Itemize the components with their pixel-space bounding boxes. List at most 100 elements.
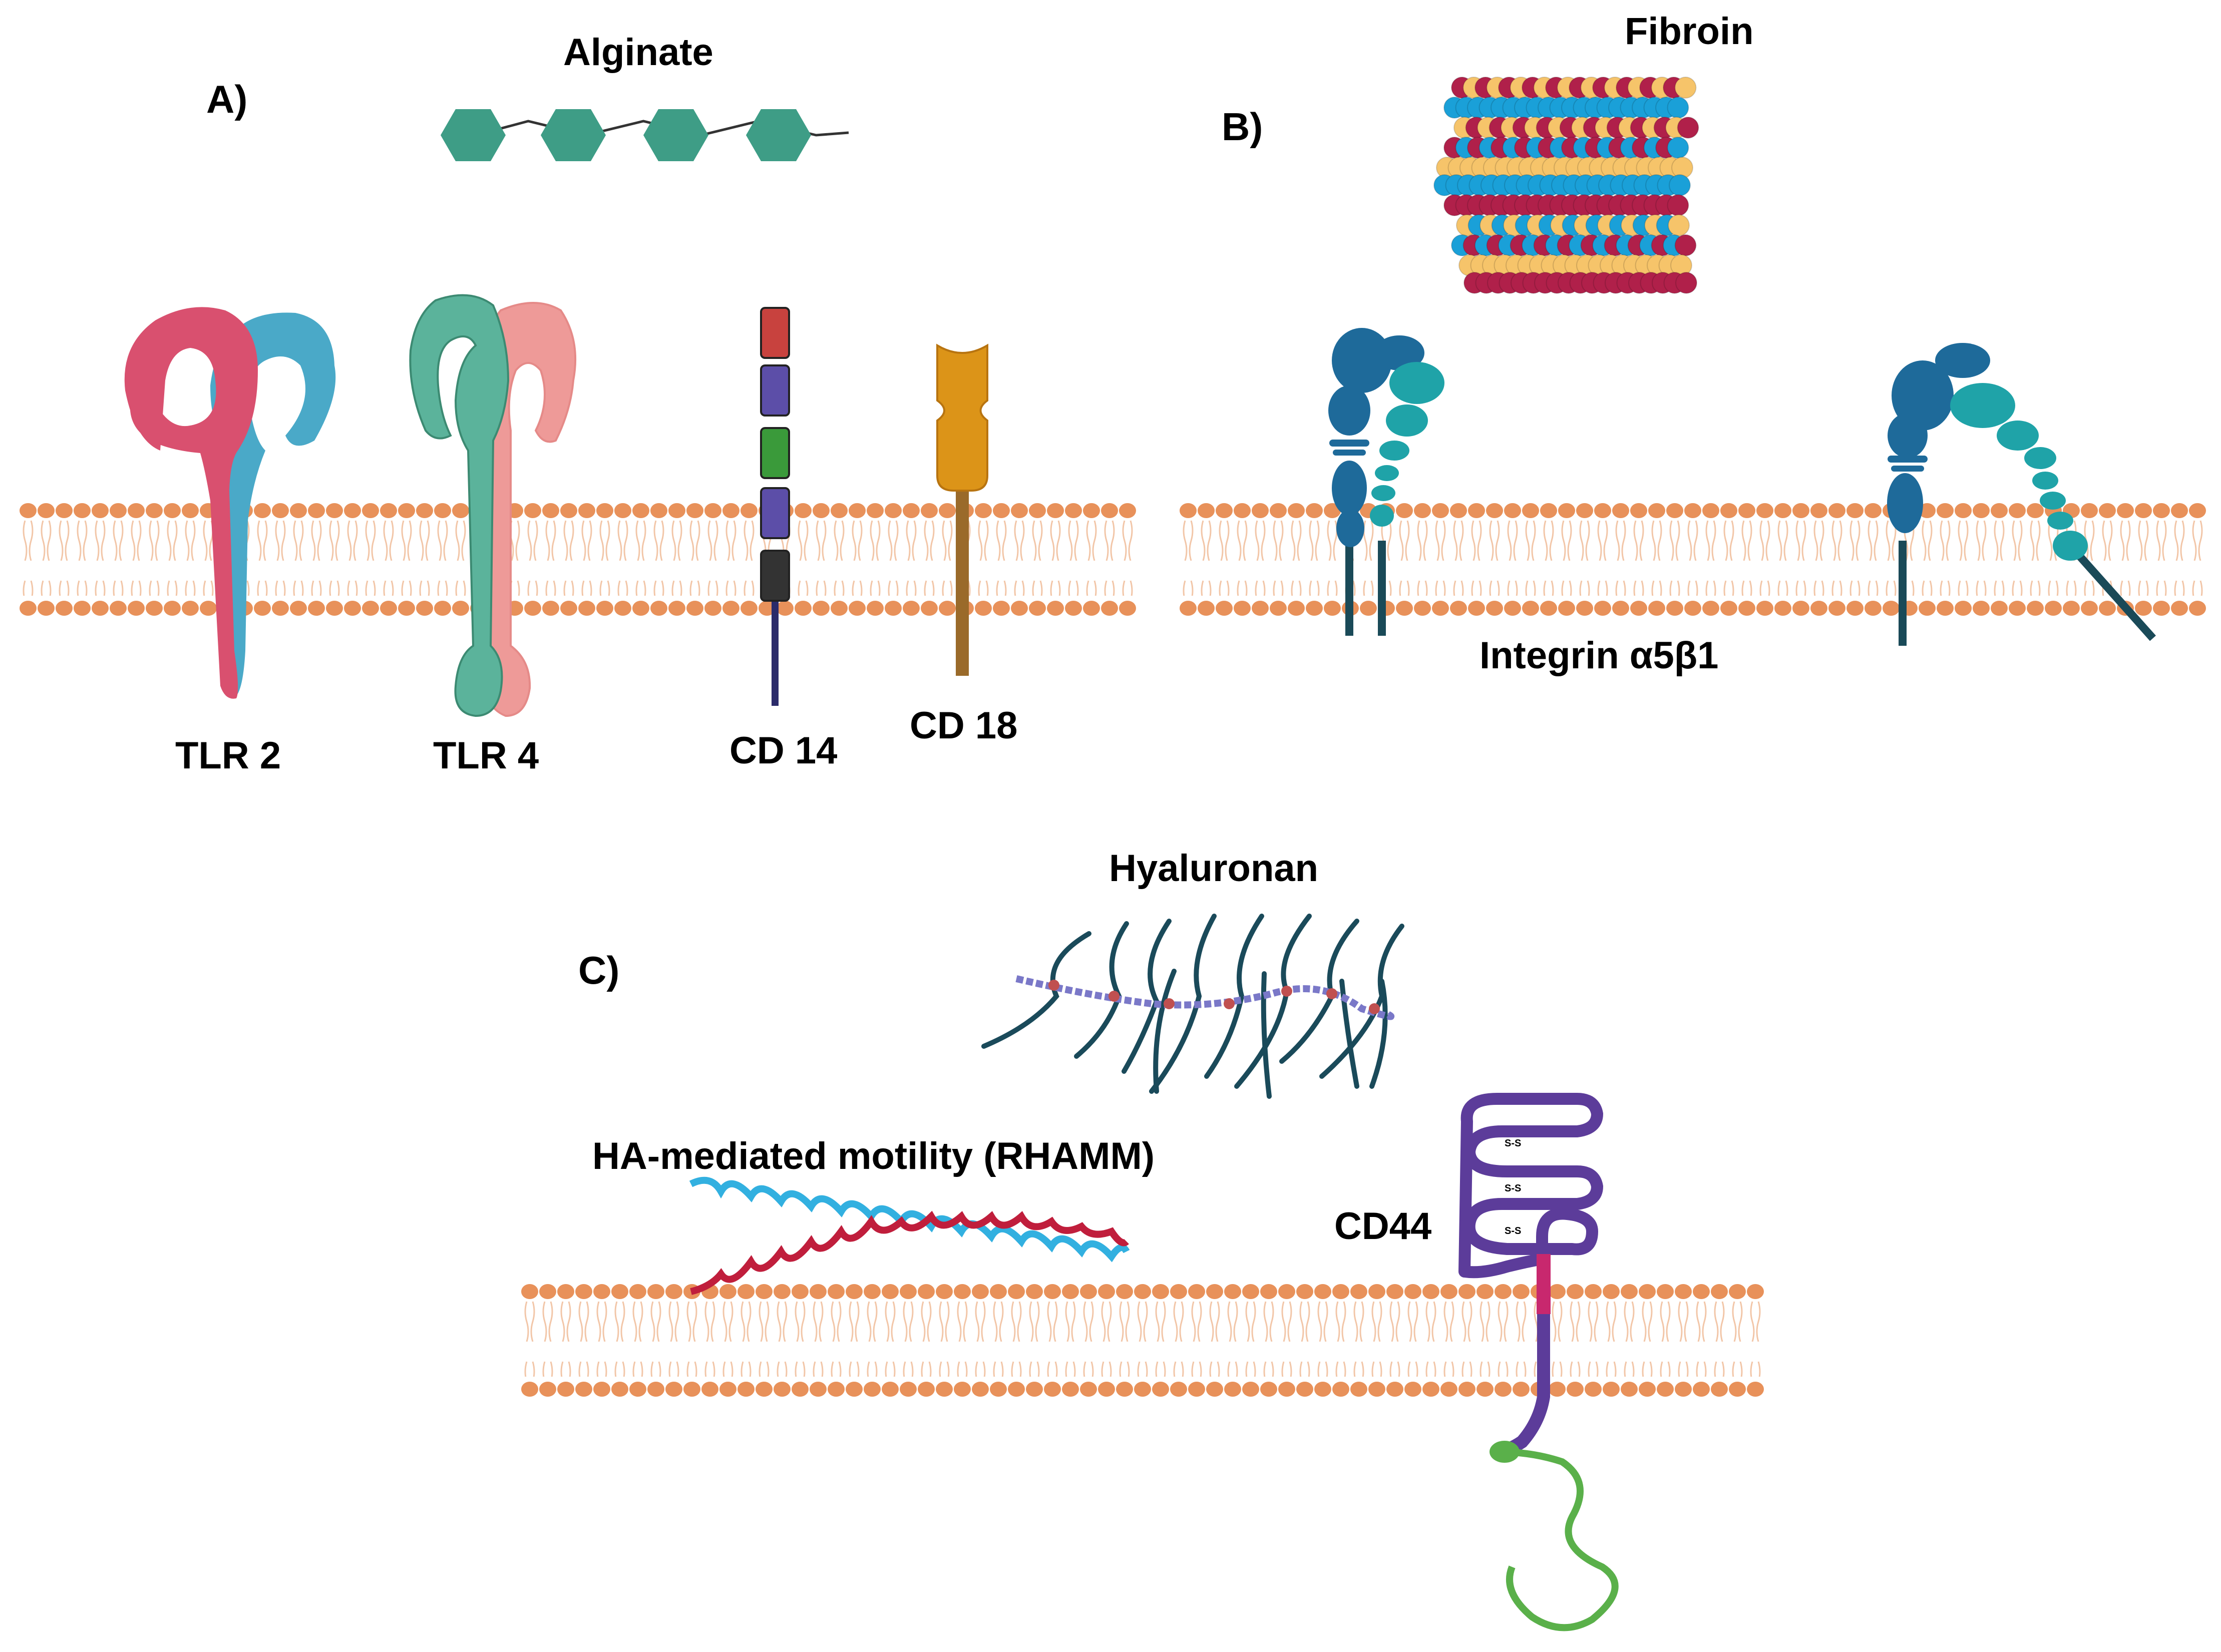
lipid-head [1865, 503, 1882, 518]
lipid-head [452, 601, 469, 616]
lipid-head [1648, 503, 1665, 518]
cd44-ectodomain [1458, 1093, 1603, 1279]
lipid-head [2099, 503, 2116, 518]
alginate-label: Alginate [563, 31, 713, 74]
lipid-head [1937, 601, 1954, 616]
lipid-head [632, 601, 649, 616]
lipid-head [434, 601, 451, 616]
integrin-beta-domain [1386, 404, 1428, 437]
lipid-head [92, 503, 109, 518]
lipid-head [1540, 601, 1557, 616]
membrane-heads-bottom [521, 1382, 1764, 1397]
lipid-head [629, 1284, 646, 1299]
lipid-head [2027, 503, 2044, 518]
lipid-head [1450, 503, 1467, 518]
lipid-head [900, 1382, 917, 1397]
lipid-head [128, 601, 145, 616]
lipid-head [2009, 601, 2026, 616]
lipid-head [2063, 601, 2080, 616]
lipid-head [1729, 1284, 1746, 1299]
lipid-head [1639, 1284, 1656, 1299]
lipid-head [2135, 503, 2152, 518]
lipid-head [1540, 503, 1557, 518]
lipid-head [1062, 1382, 1079, 1397]
lipid-head [1675, 1284, 1692, 1299]
lipid-head [1422, 1382, 1439, 1397]
lipid-head [200, 601, 217, 616]
lipid-head [1684, 601, 1701, 616]
lipid-head [1549, 1284, 1566, 1299]
lipid-head [774, 1382, 791, 1397]
lipid-head [828, 1382, 845, 1397]
lipid-head [1044, 1382, 1061, 1397]
lipid-head [1101, 503, 1118, 518]
integrin-beta-domain [1950, 383, 2015, 428]
lipid-head [1973, 503, 1990, 518]
lipid-head [1702, 601, 1719, 616]
lipid-head [1567, 1382, 1584, 1397]
lipid-head [1450, 601, 1467, 616]
lipid-head [1083, 503, 1100, 518]
lipid-head [1198, 503, 1215, 518]
fibroin-label: Fibroin [1625, 10, 1754, 53]
integrin-alpha-domain [1336, 509, 1364, 547]
lipid-head [921, 601, 938, 616]
lipid-head [578, 503, 595, 518]
lipid-head [596, 503, 613, 518]
disulfide-bond-label: S-S [1505, 1183, 1521, 1194]
lipid-head [1011, 503, 1028, 518]
lipid-head [1486, 601, 1503, 616]
cd18-receptor [936, 343, 988, 676]
integrin-alpha-domain [1329, 440, 1369, 447]
lipid-head [557, 1382, 574, 1397]
tlr2-red-chain [124, 307, 258, 699]
lipid-head [813, 601, 830, 616]
lipid-head [56, 503, 73, 518]
lipid-head [1468, 601, 1485, 616]
lipid-head [1170, 1284, 1187, 1299]
lipid-head [1666, 601, 1683, 616]
lipid-head [810, 1284, 827, 1299]
lipid-head [1468, 503, 1485, 518]
lipid-head [936, 1382, 953, 1397]
lipid-head [1729, 1382, 1746, 1397]
lipid-head [1206, 1382, 1223, 1397]
lipid-head [1648, 601, 1665, 616]
lipid-head [1278, 1382, 1295, 1397]
lipid-head [2153, 601, 2170, 616]
lipid-head [1029, 503, 1046, 518]
lipid-head [1306, 503, 1323, 518]
cd14-domain [760, 307, 790, 359]
fibroin-bead [1667, 97, 1689, 119]
lipid-head [921, 503, 938, 518]
lipid-head [1350, 1382, 1367, 1397]
lipid-head [1711, 1284, 1728, 1299]
lipid-head [722, 601, 739, 616]
lipid-head [1396, 503, 1413, 518]
lipid-head [972, 1382, 989, 1397]
lipid-head [1422, 1284, 1439, 1299]
lipid-head [614, 601, 631, 616]
lipid-head [1306, 601, 1323, 616]
lipid-head [380, 503, 397, 518]
lipid-head [290, 601, 307, 616]
lipid-head [326, 601, 343, 616]
fibroin-structure-icon [1433, 77, 1699, 294]
lipid-head [990, 1284, 1007, 1299]
lipid-head [939, 503, 956, 518]
lipid-head [1047, 503, 1064, 518]
integrin-upright [1328, 328, 1444, 636]
fibroin-bead [1677, 117, 1699, 139]
lipid-head [146, 601, 163, 616]
lipid-head [864, 1382, 881, 1397]
lipid-head [741, 503, 758, 518]
membrane-heads-bottom [1180, 601, 2206, 616]
rhamm-blue-helix [689, 1176, 1130, 1263]
lipid-head [1065, 601, 1082, 616]
lipid-head [1011, 601, 1028, 616]
lipid-head [1180, 503, 1197, 518]
lipid-head [1991, 503, 2008, 518]
lipid-head [1558, 601, 1575, 616]
lipid-head [2081, 503, 2098, 518]
lipid-head [1774, 601, 1791, 616]
